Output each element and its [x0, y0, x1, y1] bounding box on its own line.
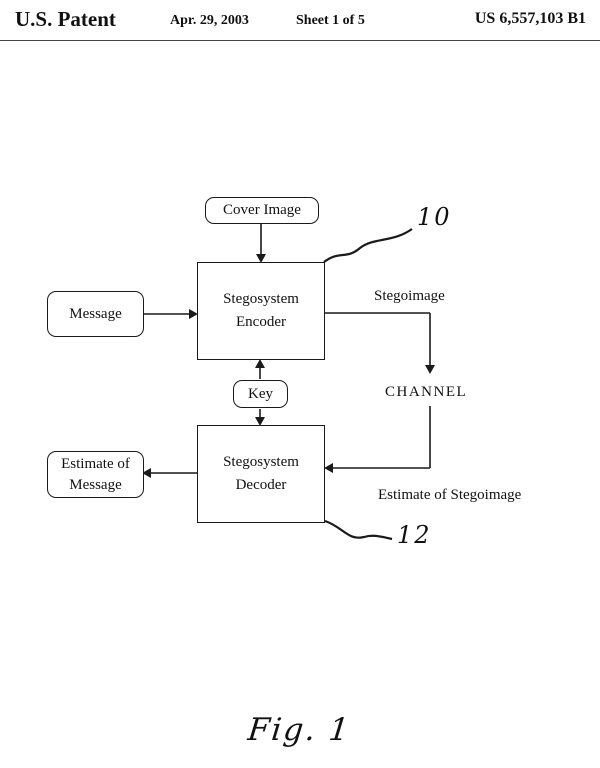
label-channel: CHANNEL — [385, 384, 468, 400]
label-stegoimage: Stegoimage — [374, 288, 445, 304]
encoder-label-line1: Stegosystem — [223, 291, 299, 307]
patent-header-sheet: Sheet 1 of 5 — [296, 13, 365, 28]
node-message-label: Message — [69, 305, 122, 322]
estimate-message-line1: Estimate of — [61, 455, 130, 472]
label-estimate-of-stegoimage: Estimate of Stegoimage — [378, 487, 522, 503]
node-key-label: Key — [248, 385, 273, 402]
figure-caption: Fig. 1 — [246, 712, 353, 748]
header-divider — [0, 40, 600, 41]
node-estimate-of-message: Estimate of Message — [47, 451, 144, 498]
node-stegosystem-encoder: Stegosystem Encoder — [197, 262, 325, 360]
patent-header-date: Apr. 29, 2003 — [170, 13, 249, 28]
node-stegosystem-decoder: Stegosystem Decoder — [197, 425, 325, 523]
node-message: Message — [47, 291, 144, 337]
estimate-message-line2: Message — [69, 476, 122, 493]
decoder-label-line2: Decoder — [235, 477, 287, 493]
node-cover-image-label: Cover Image — [223, 202, 301, 218]
patent-header-number: US 6,557,103 B1 — [474, 10, 586, 27]
encoder-label-line2: Encoder — [236, 314, 286, 330]
decoder-label-line1: Stegosystem — [223, 454, 299, 470]
patent-header-title: U.S. Patent — [15, 7, 116, 31]
reference-numeral-12: 12 — [397, 521, 432, 549]
node-key: Key — [233, 380, 288, 408]
reference-numeral-10: 10 — [417, 203, 452, 231]
node-cover-image: Cover Image — [205, 197, 319, 224]
